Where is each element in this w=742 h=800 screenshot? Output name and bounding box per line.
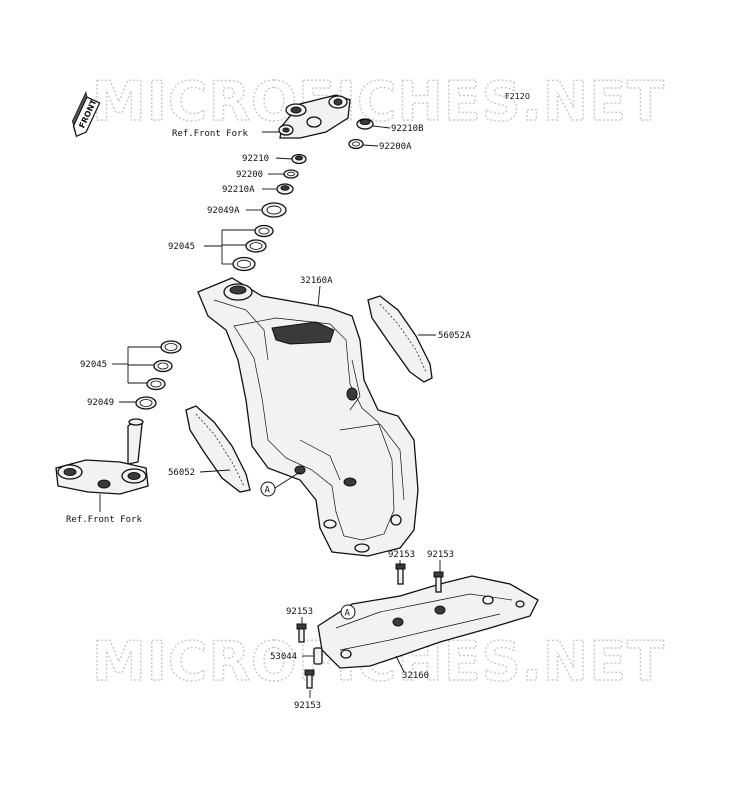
label-32160: 32160 [402,671,429,681]
subframe-32160 [317,575,539,669]
label-92153-b: 92153 [427,550,454,560]
label-56052A: 56052A [438,331,471,341]
bolt-92153-d [304,669,315,689]
label-92153-a: 92153 [388,550,415,560]
label-53044: 53044 [270,652,297,662]
part-92049A [261,202,287,218]
side-cover-56052A [367,295,433,383]
part-92045-upper-bearings [232,224,274,272]
label-92210A: 92210A [222,185,255,195]
reference-marker-a-subframe [340,604,356,620]
part-92210A [276,183,294,195]
bolt-92153-c [296,623,307,643]
part-92049 [135,396,157,410]
diagram-code: F2120 [505,92,530,101]
part-92200A [348,138,364,150]
reference-marker-a [260,481,276,497]
marker-a-label: A [265,486,271,496]
lower-triple-clamp [55,418,149,495]
label-92200: 92200 [236,170,263,180]
main-frame-32160A [197,277,419,557]
label-92210B: 92210B [391,124,424,134]
part-92200 [283,169,299,179]
watermark-top: MICROFICHES.NET [92,70,665,133]
label-92153-c: 92153 [286,607,313,617]
bolt-92153-a [395,563,406,585]
label-92045-left: 92045 [80,360,107,370]
label-92045-top: 92045 [168,242,195,252]
label-32160A: 32160A [300,276,333,286]
label-92049: 92049 [87,398,114,408]
ref-front-fork-label-bottom: Ref.Front Fork [66,515,142,525]
label-92049A: 92049A [207,206,240,216]
side-cover-56052 [185,405,251,493]
marker-a-subframe-label: A [345,609,351,619]
part-92210 [291,153,307,165]
label-92210: 92210 [242,154,269,164]
part-92210B [356,118,374,130]
label-92200A: 92200A [379,142,412,152]
collar-53044 [313,647,323,665]
ref-front-fork-label-top: Ref.Front Fork [172,129,248,139]
bolt-92153-b [433,571,444,593]
label-92153-d: 92153 [294,701,321,711]
upper-triple-clamp [278,94,351,139]
label-56052: 56052 [168,468,195,478]
